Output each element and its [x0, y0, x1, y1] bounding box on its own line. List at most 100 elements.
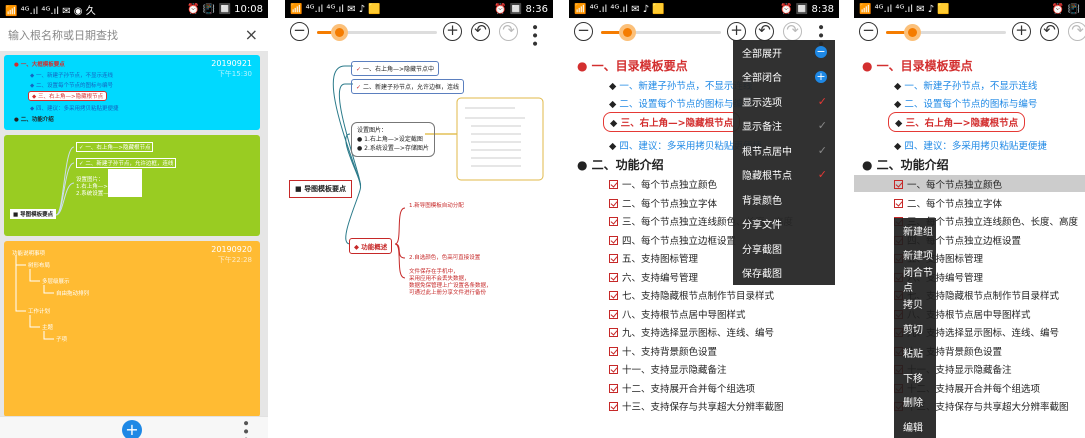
outline-item[interactable]: 十三、支持保存与共享超大分辨率截图 — [609, 399, 784, 413]
menu-share-file[interactable]: 分享文件 — [742, 220, 782, 232]
menu-collapse-all[interactable]: 全部闭合+ — [742, 69, 827, 85]
card-date: 20190921 — [211, 59, 252, 68]
undo-button[interactable]: ↶ — [471, 22, 490, 41]
zoom-slider[interactable] — [317, 31, 437, 34]
ctx-collapse-node[interactable]: 闭合节点 — [903, 268, 933, 295]
search-input[interactable]: 输入根名称或日期查找 — [8, 28, 118, 42]
card-line: 设置图片： — [76, 177, 104, 183]
zoom-in-button[interactable]: + — [727, 22, 746, 41]
node-b4[interactable]: ◆ 功能概述 — [349, 238, 393, 254]
zoom-slider-handle[interactable] — [904, 24, 921, 41]
outline-sub-2[interactable]: ◆ 二、设置每个节点的图标与编号 — [894, 99, 1038, 110]
mindmap-card-2[interactable]: ✓ 一、右上角—>隐藏根节点 ✓ 二、新建子孙节点，允许边框，连线 设置图片： … — [4, 135, 260, 236]
menu-center-root[interactable]: 根节点居中✓ — [742, 143, 827, 158]
undo-button[interactable]: ↶ — [755, 22, 774, 41]
outline-item[interactable]: 六、支持编号管理 — [609, 270, 698, 284]
check-icon: ✓ — [817, 168, 827, 182]
zoom-slider[interactable] — [886, 31, 1006, 34]
outline-item[interactable]: 一、每个节点独立颜色 — [894, 177, 1002, 191]
zoom-out-button[interactable]: − — [859, 22, 878, 41]
outline-item[interactable]: 十一、支持显示隐藏备注 — [609, 362, 727, 376]
node-b4-c3[interactable]: 文件保存在手机中，采用应用不会丢失数据，数据免保管理上广设置各条数据，可通过此上… — [409, 269, 492, 296]
outline-sub-1[interactable]: ◆ 一、新建子孙节点，不显示连线 — [609, 81, 753, 92]
outline-heading-2[interactable]: ● 二、功能介绍 — [577, 158, 664, 172]
checkbox-icon — [609, 254, 618, 263]
outline-item[interactable]: 十、支持背景颜色设置 — [609, 344, 717, 358]
zoom-out-button[interactable]: − — [290, 22, 309, 41]
zoom-in-button[interactable]: + — [1012, 22, 1031, 41]
outline-sub-2[interactable]: ◆ 二、设置每个节点的图标与编号 — [609, 99, 753, 110]
card-line: 主题 — [42, 325, 54, 331]
card-line: 自由拖动排列 — [56, 291, 90, 297]
node-b3[interactable]: 设置图片： ● 1.右上角—>设定截图 ● 2.系统设置—>存储图片 — [351, 122, 435, 157]
card-tree-preview — [15, 255, 54, 340]
more-icon[interactable]: ••• — [237, 419, 253, 438]
zoom-out-button[interactable]: − — [574, 22, 593, 41]
card-line: ● 二、功能介绍 — [14, 117, 54, 123]
menu-hide-root[interactable]: 隐藏根节点✓ — [742, 168, 827, 183]
ctx-new-group[interactable]: 新建组 — [903, 226, 933, 238]
redo-button[interactable]: ↷ — [499, 22, 518, 41]
undo-button[interactable]: ↶ — [1040, 22, 1059, 41]
menu-save-screenshot[interactable]: 保存截图 — [742, 269, 782, 281]
menu-expand-all[interactable]: 全部展开− — [742, 45, 827, 60]
ctx-new-item[interactable]: 新建项 — [903, 251, 933, 263]
node-b2[interactable]: ✓ 二、新建子孙节点，允许边框，连线 — [351, 79, 464, 94]
outline-sub-4[interactable]: ◆ 四、建议：多采用拷贝粘贴更便捷 — [894, 141, 1047, 152]
node-b4-c2[interactable]: 2.自选颜色，色高可直接设置 — [409, 255, 481, 261]
status-bar: 📶 ⁴ᴳ.ıl ⁴ᴳ.ıl ✉ ◉ 久 ⏰ 📳 🔲 10:08 — [0, 0, 268, 18]
card-line: ◆ 四、建议：多采用拷贝粘贴更便捷 — [30, 106, 119, 112]
outline-sub-1[interactable]: ◆ 一、新建子孙节点，不显示连线 — [894, 81, 1038, 92]
ctx-move-down[interactable]: 下移 — [903, 373, 923, 385]
outline-item[interactable]: 一、每个节点独立颜色 — [609, 177, 717, 191]
ctx-delete[interactable]: 删除 — [903, 398, 923, 410]
redo-button[interactable]: ↷ — [783, 22, 802, 41]
outline-heading-1[interactable]: ● 一、目录模板要点 — [577, 59, 688, 73]
outline-sub-3[interactable]: ◆ 三、右上角—>隐藏根节点 — [888, 112, 1026, 132]
zoom-slider-handle[interactable] — [619, 24, 636, 41]
card-line: 2.系统设置—>存储图片 — [76, 191, 136, 197]
card-root-node: ■ 导图模板要点 — [10, 209, 57, 219]
outline-item[interactable]: 九、支持选择显示图标、连线、编号 — [609, 325, 774, 339]
menu-background-color[interactable]: 背景颜色 — [742, 195, 782, 207]
outline-heading-1[interactable]: ● 一、目录模板要点 — [862, 59, 973, 73]
search-bar: 输入根名称或日期查找 × — [0, 18, 268, 52]
checkbox-icon — [894, 198, 903, 208]
card-line: 1.右上角—>设定截图 — [76, 184, 130, 190]
node-b4-c1[interactable]: 1.新导图模板自动分配 — [409, 203, 464, 209]
outline-item[interactable]: 三、每个节点独立连线颜色、长度、高度 — [609, 214, 793, 228]
card-line: ◆ 三、右上角—>隐藏根节点 — [28, 91, 108, 101]
mindmap-card-3[interactable]: 20190920 下午22:28 功能说明事项 树形布局 多层级展示 自由拖动排… — [4, 241, 260, 417]
card-line: ◆ 二、设置每个节点的图标与编号 — [30, 83, 113, 89]
add-button[interactable]: + — [122, 420, 142, 438]
zoom-in-button[interactable]: + — [443, 22, 462, 41]
outline-item[interactable]: 七、支持隐藏根节点制作节目录样式 — [609, 288, 774, 302]
status-bar: 📶 ⁴ᴳ.ıl ⁴ᴳ.ıl ✉ ♪ 🟨 ⏰ 📳 — [854, 0, 1085, 18]
outline-item[interactable]: 四、每个节点独立边框设置 — [609, 233, 736, 247]
outline-item[interactable]: 二、每个节点独立字体 — [894, 196, 1002, 210]
zoom-slider-handle[interactable] — [331, 24, 348, 41]
mindmap-card-1[interactable]: 20190921 下午15:30 ● 一、大框模板要点 ◆ 一、新建子孙节点，不… — [4, 55, 260, 130]
outline-sub-4[interactable]: ◆ 四、建议：多采用拷贝粘贴更便捷 — [609, 141, 762, 152]
root-node[interactable]: ■ 导图模板要点 — [289, 180, 353, 198]
close-icon[interactable]: × — [244, 25, 258, 44]
outline-item[interactable]: 十二、支持展开合并每个组选项 — [609, 381, 755, 395]
checkbox-icon — [609, 198, 618, 208]
ctx-cut[interactable]: 剪切 — [903, 324, 923, 336]
menu-show-notes[interactable]: 显示备注✓ — [742, 119, 827, 134]
outline-item[interactable]: 五、支持图标管理 — [609, 251, 698, 265]
menu-share-screenshot[interactable]: 分享截图 — [742, 244, 782, 256]
card-line: 功能说明事项 — [12, 251, 46, 257]
more-icon[interactable]: ••• — [526, 23, 542, 48]
outline-heading-2[interactable]: ● 二、功能介绍 — [862, 158, 949, 172]
outline-item[interactable]: 八、支持根节点居中导图样式 — [609, 307, 746, 321]
ctx-copy[interactable]: 拷贝 — [903, 300, 923, 312]
zoom-slider[interactable] — [601, 31, 721, 34]
node-b1[interactable]: ✓ 一、右上角—>隐藏节点中 — [351, 61, 439, 76]
outline-sub-3-selected[interactable]: ◆ 三、右上角—>隐藏根节点 — [603, 112, 741, 132]
ctx-edit[interactable]: 编辑 — [903, 422, 923, 434]
ctx-paste[interactable]: 粘贴 — [903, 349, 923, 361]
outline-item[interactable]: 二、每个节点独立字体 — [609, 196, 717, 210]
redo-button[interactable]: ↷ — [1068, 22, 1085, 41]
menu-show-options[interactable]: 显示选项✓ — [742, 94, 827, 109]
